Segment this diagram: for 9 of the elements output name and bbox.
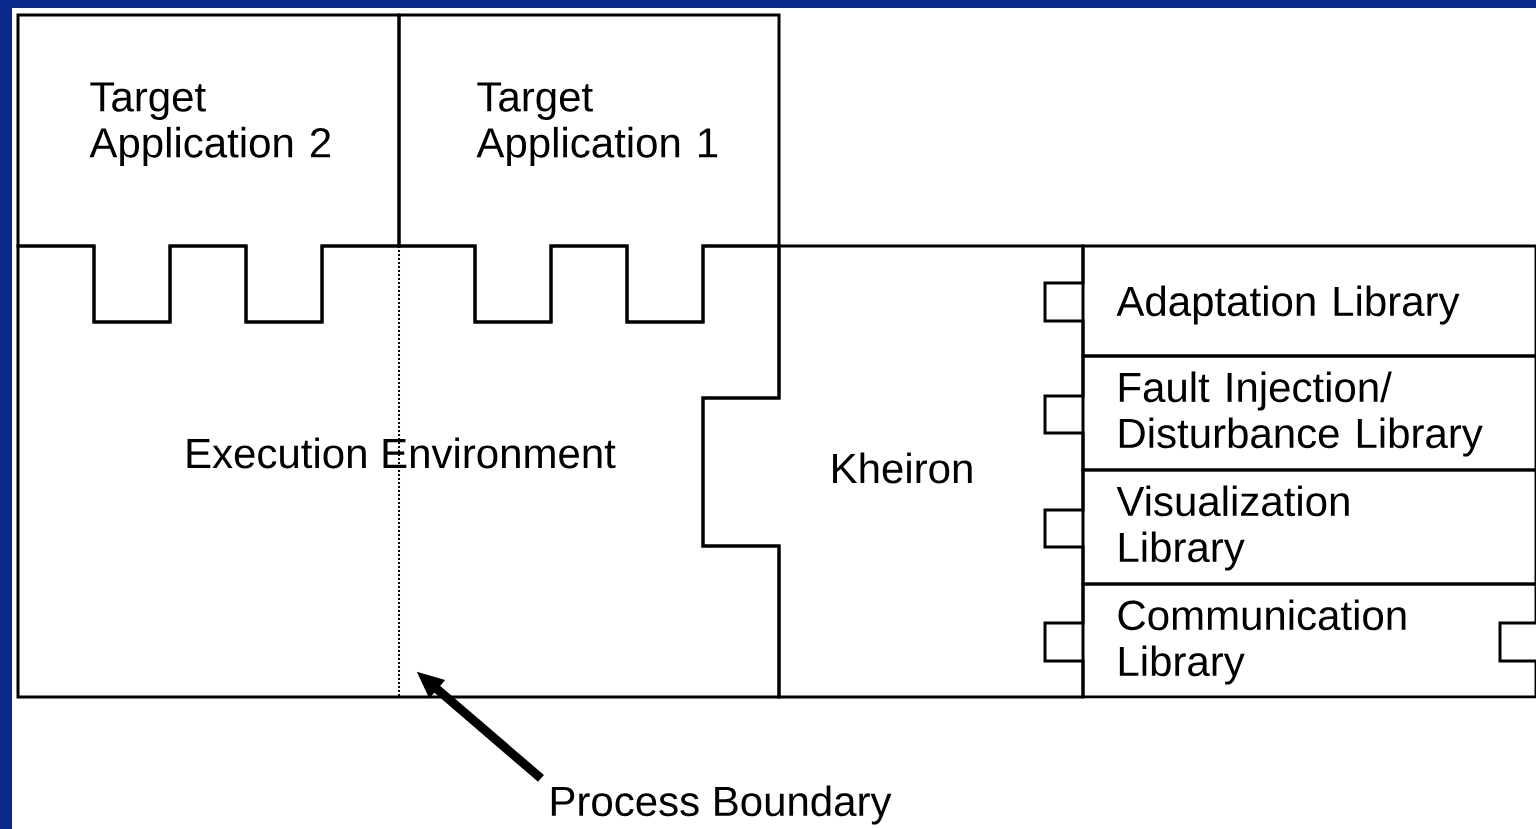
library-box: Visualization Library: [1043, 468, 1536, 586]
application-box: Target Application 2: [16, 13, 401, 324]
library-box: Communication Library: [1043, 582, 1536, 699]
library-box: Adaptation Library: [1043, 244, 1536, 358]
framework-box: Kheiron: [701, 244, 1085, 699]
callout-label: Process Boundary: [551, 785, 892, 825]
application-box: Target Application 1: [397, 13, 781, 324]
environment-box: Execution Environment: [16, 244, 781, 699]
library-box: Fault Injection/ Disturbance Library: [1043, 354, 1536, 472]
